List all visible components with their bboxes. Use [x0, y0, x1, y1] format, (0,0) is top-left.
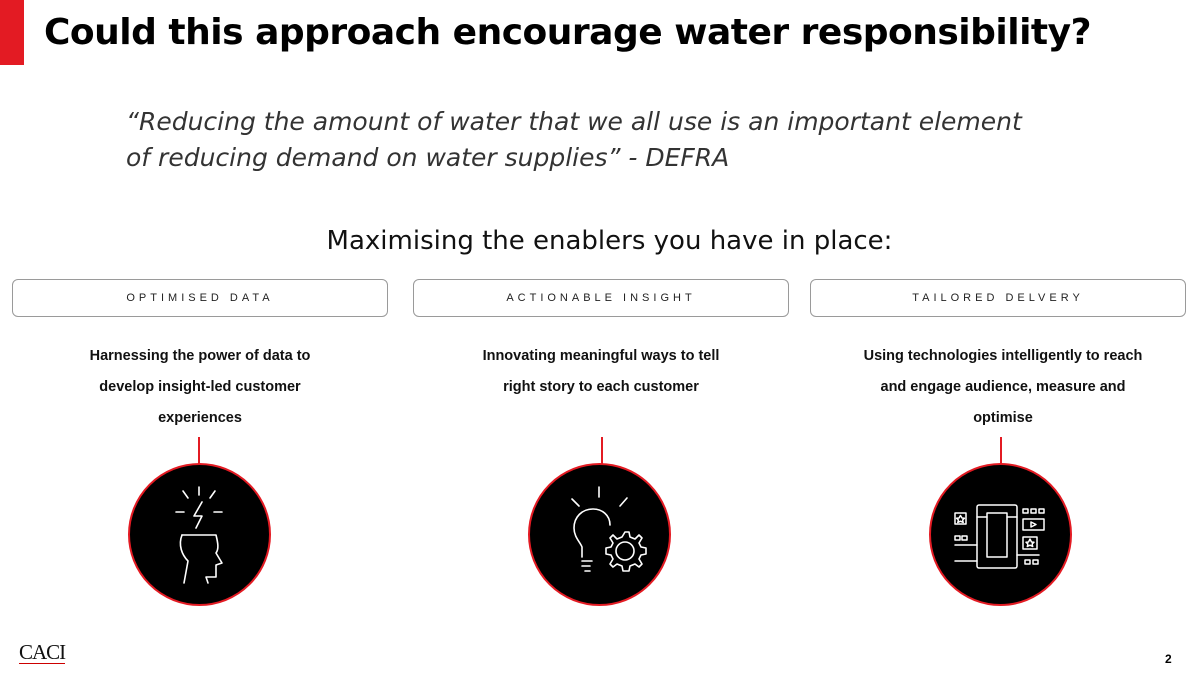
- caci-logo: CACI: [19, 640, 66, 664]
- slide-title: Could this approach encourage water resp…: [44, 12, 1092, 53]
- connector-line: [198, 437, 200, 464]
- title-accent-bar: [0, 0, 24, 65]
- lightbulb-gear-icon: [571, 486, 647, 572]
- enabler-description: Innovating meaningful ways to tell right…: [441, 341, 761, 403]
- enablers-subtitle: Maximising the enablers you have in plac…: [326, 226, 893, 256]
- enabler-label-tailored-delivery: TAILORED DELVERY: [810, 279, 1186, 317]
- head-lightning-icon: [175, 486, 223, 584]
- page-number: 2: [1165, 652, 1172, 666]
- quote-line: “Reducing the amount of water that we al…: [126, 107, 1022, 136]
- enabler-description: Using technologies intelligently to reac…: [828, 341, 1178, 434]
- description-line: experiences: [158, 410, 242, 426]
- enabler-icon-circle: [128, 463, 271, 606]
- connector-line: [601, 437, 603, 464]
- description-line: Using technologies intelligently to reac…: [863, 348, 1143, 364]
- enabler-label-actionable-insight: ACTIONABLE INSIGHT: [413, 279, 789, 317]
- quote-line: of reducing demand on water supplies” - …: [126, 143, 730, 172]
- description-line: optimise: [973, 410, 1033, 426]
- description-line: and engage audience, measure and: [880, 379, 1126, 395]
- description-line: develop insight-led customer: [99, 379, 301, 395]
- description-line: right story to each customer: [503, 379, 699, 395]
- devices-media-icon: [954, 504, 1045, 569]
- description-line: Innovating meaningful ways to tell: [482, 348, 720, 364]
- enabler-label-optimised-data: OPTIMISED DATA: [12, 279, 388, 317]
- enabler-description: Harnessing the power of data to develop …: [40, 341, 360, 434]
- enabler-icon-circle: [929, 463, 1072, 606]
- description-line: Harnessing the power of data to: [89, 348, 311, 364]
- defra-quote: “Reducing the amount of water that we al…: [126, 104, 1126, 176]
- enabler-icon-circle: [528, 463, 671, 606]
- connector-line: [1000, 437, 1002, 464]
